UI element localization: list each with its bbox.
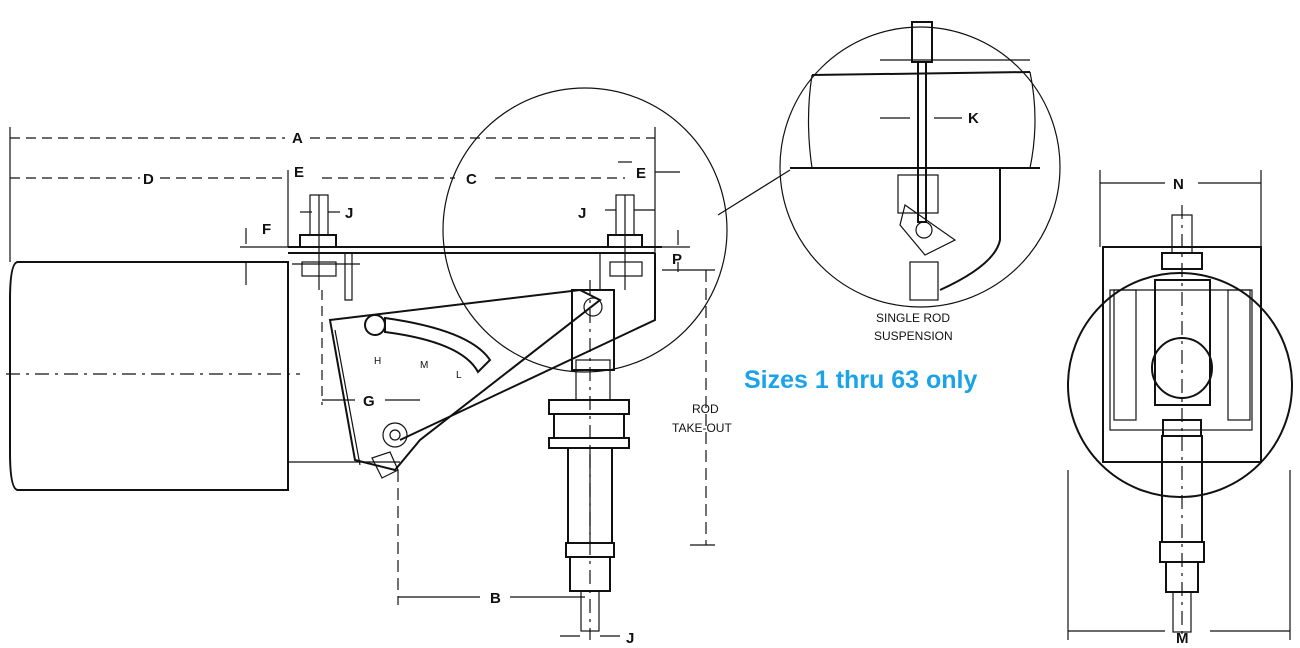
sizes-note: Sizes 1 thru 63 only xyxy=(744,366,978,394)
left-bolt xyxy=(299,194,337,290)
rod-assembly xyxy=(548,280,630,640)
single-rod-label-1: SINGLE ROD xyxy=(876,311,950,325)
rod-takeout-label-1: ROD xyxy=(692,402,719,416)
slot-label-m: M xyxy=(420,360,428,371)
single-rod-detail: SINGLE ROD SUSPENSION xyxy=(779,21,1061,343)
dim-label-m: M xyxy=(1176,630,1189,647)
slot-label-h: H xyxy=(374,356,381,367)
slot-label-l: L xyxy=(456,370,462,381)
right-bolt xyxy=(607,194,643,290)
detail-circle xyxy=(442,87,728,373)
single-rod-label-2: SUSPENSION xyxy=(874,329,953,343)
dim-label-c: C xyxy=(466,171,477,188)
dim-label-a: A xyxy=(292,130,303,147)
dim-label-j-left: J xyxy=(345,205,353,222)
side-view xyxy=(1067,205,1293,640)
rod-takeout-label-2: TAKE-OUT xyxy=(672,421,732,435)
dim-label-j-right: J xyxy=(578,205,586,222)
leader-line xyxy=(717,169,791,216)
mounting-bracket xyxy=(288,246,662,472)
motor-body xyxy=(6,261,300,491)
dim-label-b: B xyxy=(490,590,501,607)
dim-label-p: P xyxy=(672,251,682,268)
dim-label-n: N xyxy=(1173,176,1184,193)
dim-label-d: D xyxy=(143,171,154,188)
dim-label-f: F xyxy=(262,221,271,238)
dim-label-e-right: E xyxy=(636,165,646,182)
dim-label-e-left: E xyxy=(294,164,304,181)
dim-label-g: G xyxy=(363,393,375,410)
adjustment-slot xyxy=(364,314,492,479)
dimension-lines xyxy=(9,117,1291,640)
dim-label-k: K xyxy=(968,110,979,127)
dim-label-j-bottom: J xyxy=(626,630,634,647)
